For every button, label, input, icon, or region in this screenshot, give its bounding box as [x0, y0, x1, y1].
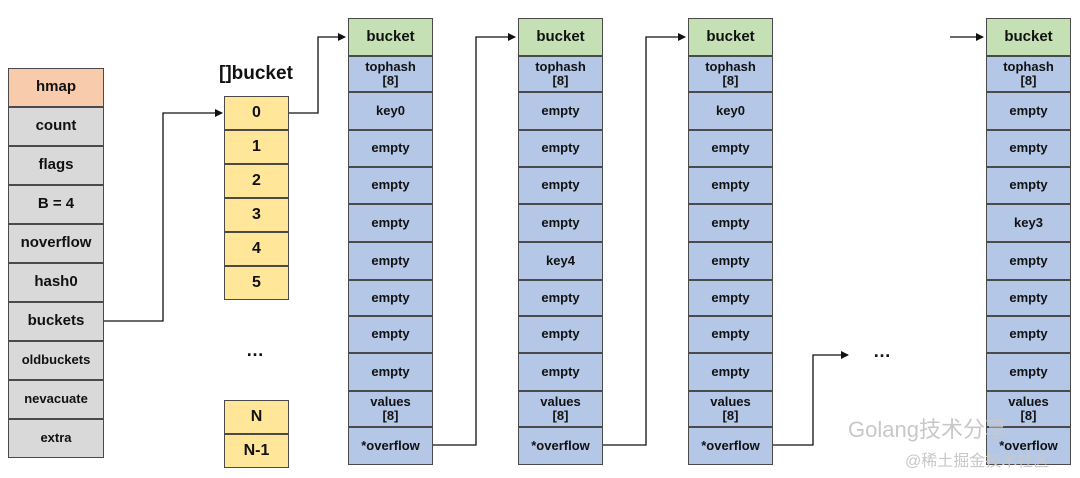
chain-ellipsis: … [873, 341, 891, 361]
arrow-overflow2-to-bucket3 [603, 33, 686, 446]
bucket-slot: empty [986, 167, 1071, 204]
arrow-array0-to-bucket1 [289, 33, 346, 114]
watermark-site: @稀土掘金技术社区 [905, 453, 1050, 470]
hmap-field-extra: extra [8, 419, 104, 458]
bucket-array-slot: 5 [224, 266, 289, 300]
bucket-tophash: tophash [8] [348, 56, 433, 92]
bucket-array-slot: 2 [224, 164, 289, 198]
bucket-slot: empty [348, 167, 433, 204]
bucket-slot: empty [688, 167, 773, 204]
bucket-tophash: tophash [8] [986, 56, 1071, 92]
bucket-overflow-pointer: *overflow [518, 427, 603, 465]
bucket-slot: key0 [688, 92, 773, 130]
bucket-slot: empty [518, 316, 603, 353]
bucket-slot: empty [688, 280, 773, 316]
bucket-slot: empty [518, 167, 603, 204]
bucket-slot: empty [518, 280, 603, 316]
bucket-slot: empty [688, 353, 773, 391]
bucket-slot: empty [688, 316, 773, 353]
hmap-field-oldbuckets: oldbuckets [8, 341, 104, 380]
hmap-field-count: count [8, 107, 104, 146]
hmap-field-flags: flags [8, 146, 104, 185]
bucket-slot: empty [348, 204, 433, 242]
bucket-slot: key3 [986, 204, 1071, 242]
bucket-slot: empty [986, 353, 1071, 391]
bucket-values: values [8] [986, 391, 1071, 427]
bucket-array-ellipsis: … [246, 340, 264, 360]
arrow-buckets-to-array [104, 109, 223, 322]
bucket-slot: empty [688, 242, 773, 280]
arrow-overflow1-to-bucket2 [433, 33, 516, 446]
hmap-field-b-4: B = 4 [8, 185, 104, 224]
bucket-slot: empty [688, 204, 773, 242]
bucket-array-slot: N-1 [224, 434, 289, 468]
hmap-field-hmap: hmap [8, 68, 104, 107]
hmap-field-hash0: hash0 [8, 263, 104, 302]
bucket-slot: empty [518, 130, 603, 167]
bucket-values: values [8] [518, 391, 603, 427]
bucket-header: bucket [348, 18, 433, 56]
watermark-brand: Golang技术分享 [848, 417, 1007, 442]
bucket-slot: empty [688, 130, 773, 167]
bucket-slot: empty [518, 204, 603, 242]
bucket-slot: empty [348, 353, 433, 391]
bucket-slot: empty [348, 280, 433, 316]
bucket-overflow-pointer: *overflow [688, 427, 773, 465]
bucket-slot: key4 [518, 242, 603, 280]
bucket-values: values [8] [688, 391, 773, 427]
bucket-slot: empty [986, 92, 1071, 130]
bucket-header: bucket [518, 18, 603, 56]
bucket-slot: empty [986, 280, 1071, 316]
bucket-tophash: tophash [8] [688, 56, 773, 92]
bucket-tophash: tophash [8] [518, 56, 603, 92]
bucket-array-title: []bucket [219, 63, 293, 84]
bucket-values: values [8] [348, 391, 433, 427]
bucket-array-slot: 0 [224, 96, 289, 130]
hmap-field-nevacuate: nevacuate [8, 380, 104, 419]
hmap-field-buckets: buckets [8, 302, 104, 341]
bucket-array-slot: 3 [224, 198, 289, 232]
bucket-slot: empty [986, 130, 1071, 167]
bucket-slot: empty [348, 130, 433, 167]
hmap-field-noverflow: noverflow [8, 224, 104, 263]
bucket-slot: empty [518, 92, 603, 130]
arrow-overflow3-to-chain [773, 351, 849, 446]
bucket-slot: empty [986, 242, 1071, 280]
bucket-slot: empty [348, 242, 433, 280]
bucket-overflow-pointer: *overflow [986, 427, 1071, 465]
bucket-array-slot: 1 [224, 130, 289, 164]
bucket-overflow-pointer: *overflow [348, 427, 433, 465]
bucket-header: bucket [688, 18, 773, 56]
bucket-array-slot: 4 [224, 232, 289, 266]
bucket-slot: empty [986, 316, 1071, 353]
bucket-header: bucket [986, 18, 1071, 56]
bucket-slot: key0 [348, 92, 433, 130]
bucket-array-slot: N [224, 400, 289, 434]
bucket-slot: empty [518, 353, 603, 391]
bucket-slot: empty [348, 316, 433, 353]
